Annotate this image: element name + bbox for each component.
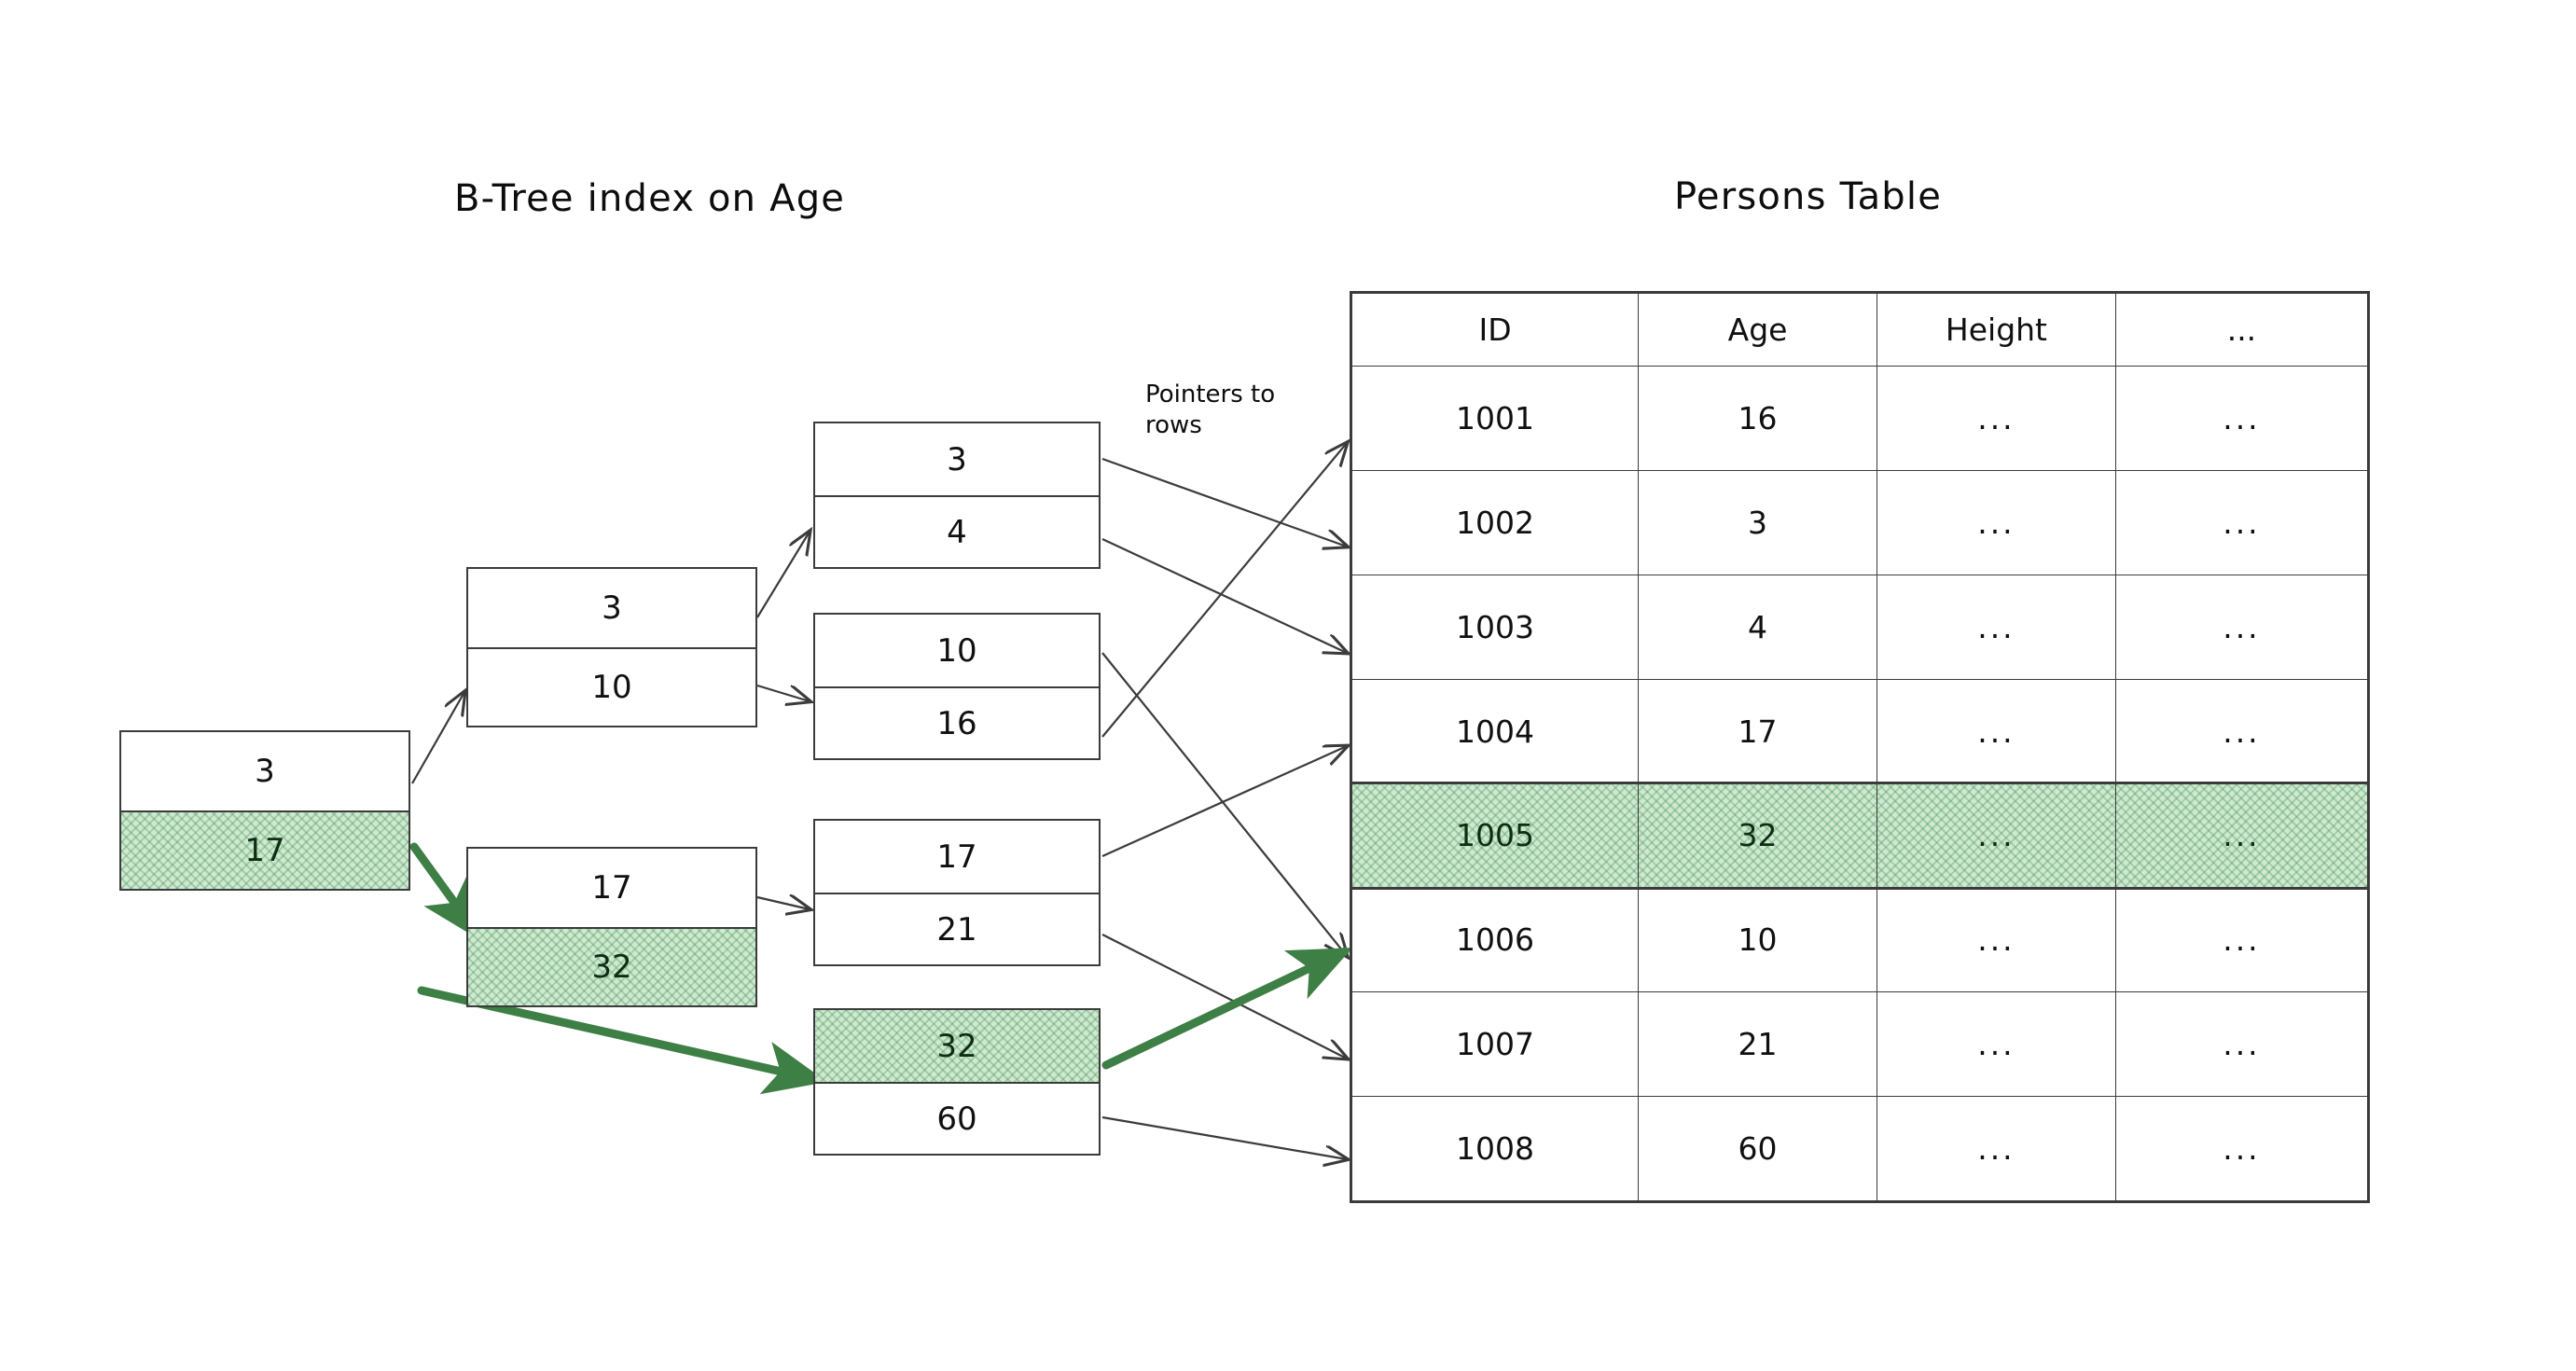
cell-age: 10 bbox=[1638, 887, 1877, 993]
cell-age: 16 bbox=[1638, 366, 1877, 471]
leaf-4-key-0[interactable]: 32 bbox=[815, 1010, 1099, 1082]
cell-id: 1007 bbox=[1350, 991, 1640, 1098]
cell-more: ... bbox=[2114, 1096, 2369, 1201]
table-header-row: ID Age Height ... bbox=[1350, 293, 2369, 367]
btree-leaf-node-4[interactable]: 32 60 bbox=[813, 1008, 1101, 1156]
cell-id: 1001 bbox=[1350, 366, 1640, 471]
cell-height: ... bbox=[1877, 574, 2116, 680]
btree-internal-node-right[interactable]: 17 32 bbox=[466, 847, 757, 1007]
leaf-1-key-1[interactable]: 4 bbox=[815, 495, 1099, 567]
pointers-to-rows-label: Pointers to rows bbox=[1145, 381, 1276, 440]
cell-height: ... bbox=[1877, 366, 2116, 471]
cell-age: 3 bbox=[1638, 469, 1877, 575]
cell-more: ... bbox=[2114, 887, 2369, 993]
cell-id: 1005 bbox=[1350, 782, 1640, 889]
internal-left-key-1[interactable]: 10 bbox=[468, 647, 755, 726]
cell-age: 4 bbox=[1638, 574, 1877, 680]
cell-id: 1008 bbox=[1350, 1096, 1640, 1201]
cell-age: 60 bbox=[1638, 1096, 1877, 1201]
btree-internal-node-left[interactable]: 3 10 bbox=[466, 567, 757, 727]
column-header-age: Age bbox=[1638, 293, 1877, 367]
cell-height: ... bbox=[1877, 469, 2116, 575]
root-key-0[interactable]: 3 bbox=[121, 732, 409, 810]
cell-more: ... bbox=[2114, 991, 2369, 1098]
leaf-1-key-0[interactable]: 3 bbox=[815, 423, 1099, 495]
leaf-3-key-0[interactable]: 17 bbox=[815, 821, 1099, 893]
leaf-2-key-0[interactable]: 10 bbox=[815, 615, 1099, 686]
cell-id: 1006 bbox=[1350, 887, 1640, 993]
internal-right-key-0[interactable]: 17 bbox=[468, 849, 755, 927]
cell-age: 32 bbox=[1638, 782, 1877, 889]
root-key-1[interactable]: 17 bbox=[121, 810, 409, 889]
internal-left-key-0[interactable]: 3 bbox=[468, 569, 755, 647]
btree-root-node[interactable]: 3 17 bbox=[119, 730, 410, 891]
cell-more: ... bbox=[2114, 574, 2369, 680]
cell-height: ... bbox=[1877, 678, 2116, 784]
cell-height: ... bbox=[1877, 991, 2116, 1098]
cell-more: ... bbox=[2114, 678, 2369, 784]
btree-leaf-node-3[interactable]: 17 21 bbox=[813, 819, 1101, 966]
cell-height: ... bbox=[1877, 1096, 2116, 1201]
cell-more: ... bbox=[2114, 366, 2369, 471]
leaf-4-key-1[interactable]: 60 bbox=[815, 1082, 1099, 1154]
btree-leaf-node-2[interactable]: 10 16 bbox=[813, 613, 1101, 760]
cell-height: ... bbox=[1877, 887, 2116, 993]
cell-more: ... bbox=[2114, 469, 2369, 575]
leaf-2-key-1[interactable]: 16 bbox=[815, 686, 1099, 758]
cell-id: 1004 bbox=[1350, 678, 1640, 784]
column-header-more: ... bbox=[2114, 293, 2369, 367]
column-header-id: ID bbox=[1350, 293, 1640, 367]
cell-more: ... bbox=[2114, 782, 2369, 889]
btree-title: B-Tree index on Age bbox=[454, 177, 846, 220]
cell-age: 21 bbox=[1638, 991, 1877, 1098]
column-header-height: Height bbox=[1877, 293, 2116, 367]
leaf-3-key-1[interactable]: 21 bbox=[815, 893, 1099, 964]
btree-leaf-node-1[interactable]: 3 4 bbox=[813, 422, 1101, 569]
persons-table-title: Persons Table bbox=[1674, 175, 1943, 218]
cell-age: 17 bbox=[1638, 678, 1877, 784]
cell-id: 1003 bbox=[1350, 574, 1640, 680]
cell-id: 1002 bbox=[1350, 469, 1640, 575]
internal-right-key-1[interactable]: 32 bbox=[468, 927, 755, 1005]
cell-height: ... bbox=[1877, 782, 2116, 889]
